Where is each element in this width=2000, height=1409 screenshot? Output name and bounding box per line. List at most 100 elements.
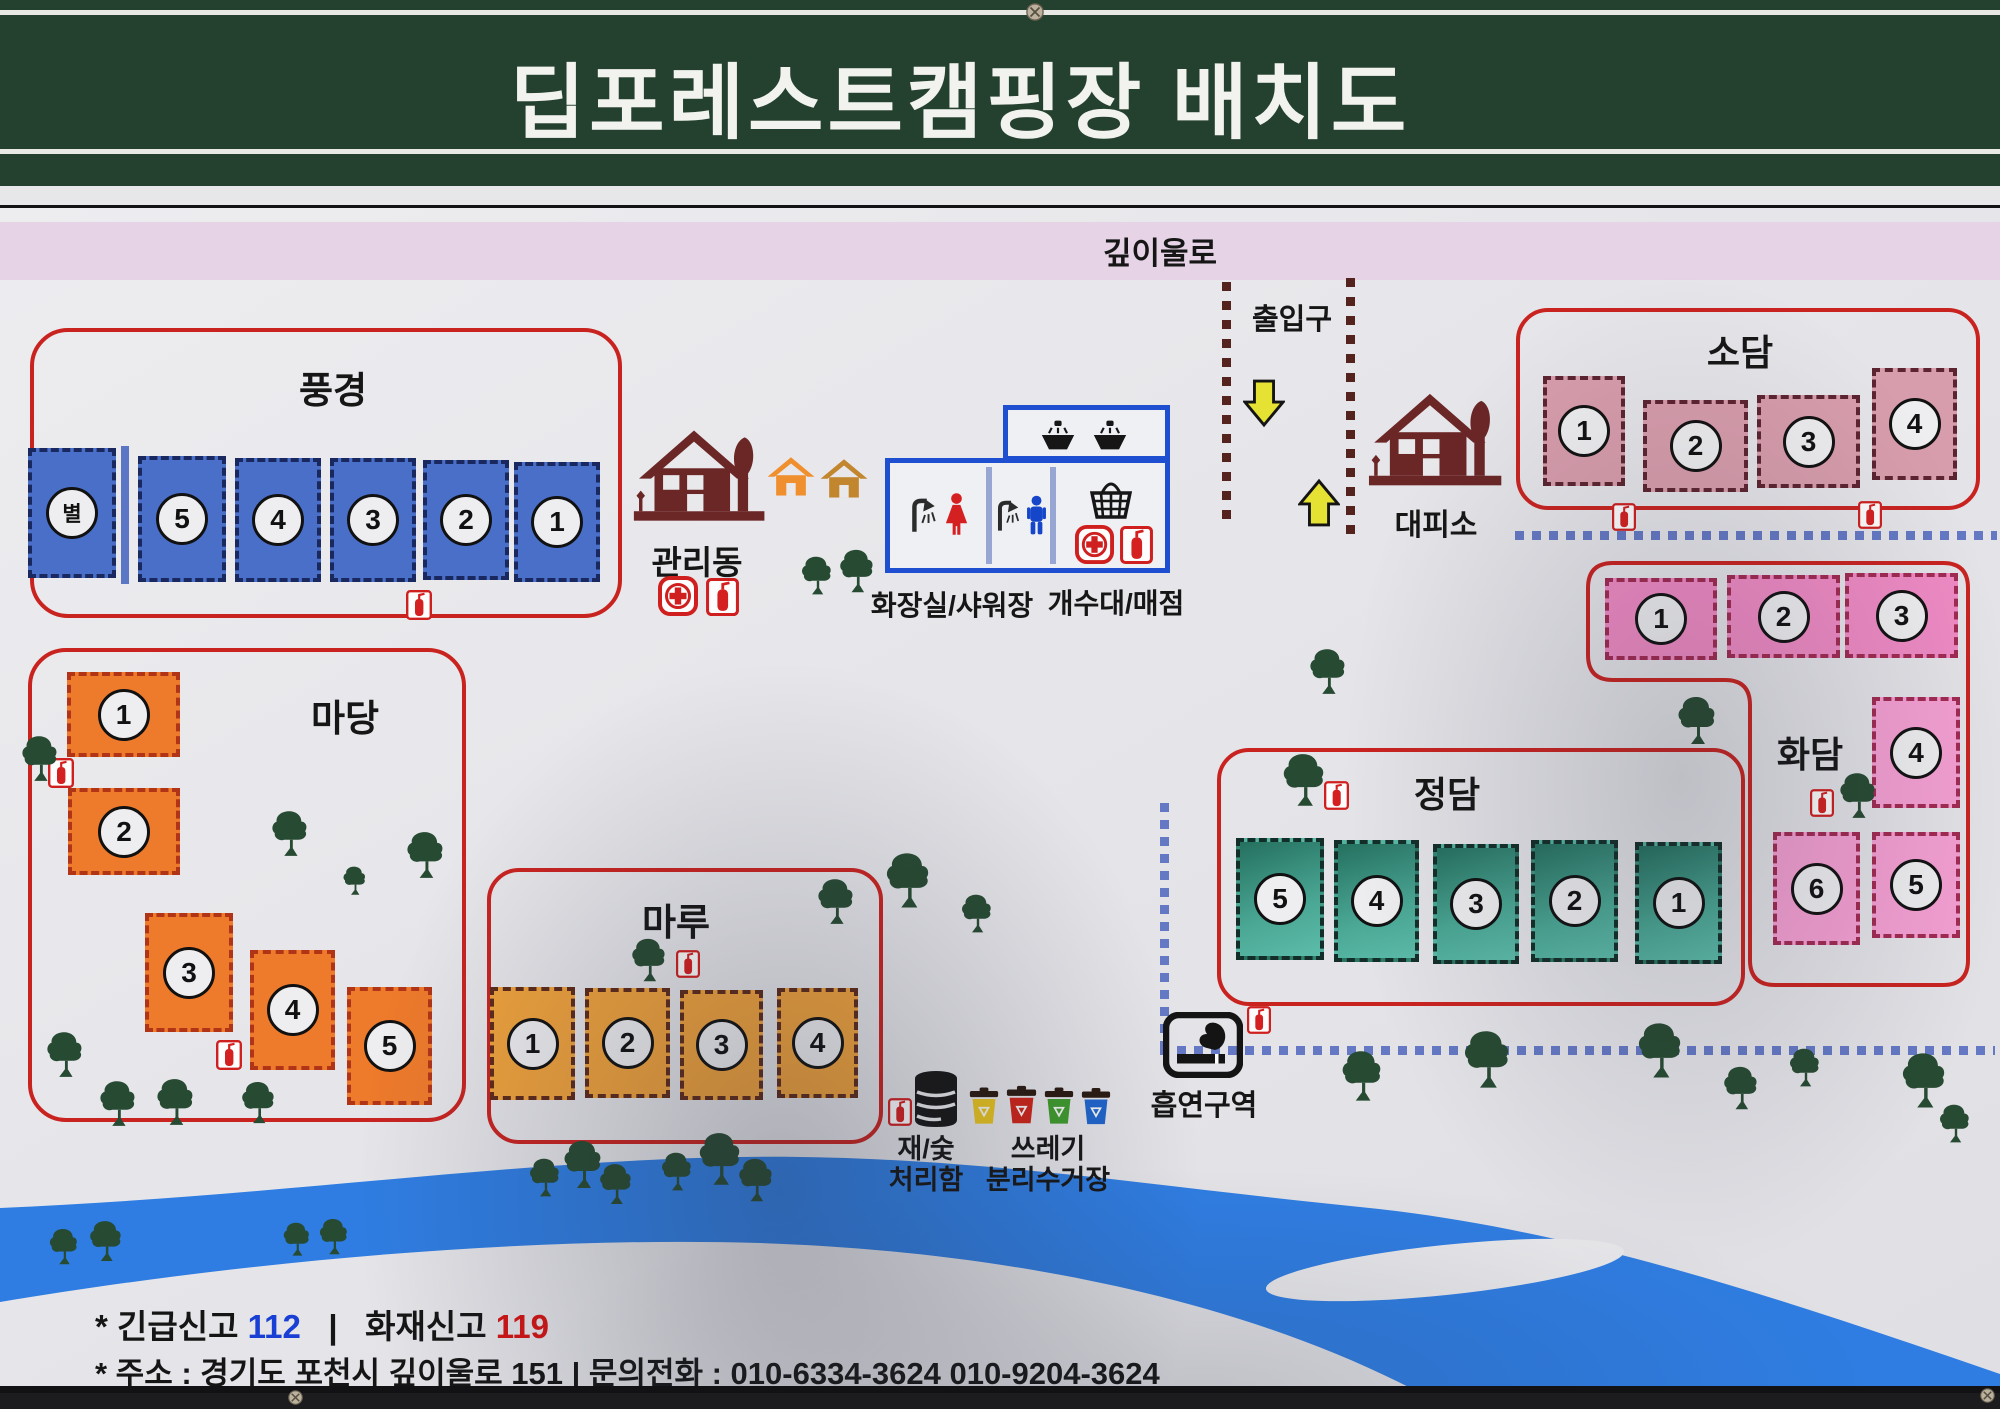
site-punggyeong-4: 4 xyxy=(235,458,321,582)
sink-icon xyxy=(1092,419,1128,451)
road-label: 깊이울로 xyxy=(1102,236,1218,271)
site-number: 1 xyxy=(506,1017,559,1070)
fire-extinguisher-icon xyxy=(676,950,700,978)
trash-bin-yellow-icon xyxy=(969,1087,999,1125)
emergency-number: 112 xyxy=(247,1308,301,1345)
fire-extinguisher-icon xyxy=(1120,526,1153,564)
screw-icon xyxy=(1026,3,1044,21)
shower-icon xyxy=(996,497,1023,534)
site-number: 4 xyxy=(1890,726,1942,779)
emergency-label: * 긴급신고 xyxy=(95,1308,239,1345)
ash-label-line2: 처리함 xyxy=(888,1165,964,1195)
sign-gap xyxy=(0,186,2000,208)
site-sodam-3: 3 xyxy=(1757,395,1860,488)
tree-icon xyxy=(800,556,832,596)
site-number: 1 xyxy=(1635,593,1687,645)
zone-sodam-outline xyxy=(1516,308,1980,510)
site-punggyeong-byeol: 별 xyxy=(28,448,116,578)
tree-icon xyxy=(562,1140,602,1190)
site-madang-1: 1 xyxy=(67,672,180,757)
site-sodam-1: 1 xyxy=(1543,376,1625,486)
tree-icon xyxy=(48,1228,78,1266)
tree-icon xyxy=(816,878,854,926)
tree-icon xyxy=(1938,1104,1970,1144)
sink-store-label: 개수대/매점 xyxy=(1047,588,1185,619)
entrance-road-right-dash xyxy=(1346,278,1355,540)
site-maru-4: 4 xyxy=(777,988,858,1098)
emergency-line: * 긴급신고 112 | 화재신고 119 xyxy=(95,1300,549,1348)
site-punggyeong-3: 3 xyxy=(330,458,416,582)
site-hwadam-2: 2 xyxy=(1727,575,1840,658)
tree-icon xyxy=(20,735,58,783)
site-hwadam-6: 6 xyxy=(1773,832,1860,945)
site-number: 1 xyxy=(1558,405,1610,457)
tree-icon xyxy=(697,1132,741,1187)
ash-label-line1: 재/숯 xyxy=(897,1134,955,1164)
entrance-road-left-dash xyxy=(1222,282,1231,528)
site-number: 4 xyxy=(1888,398,1941,450)
screw-icon xyxy=(288,1390,303,1405)
trash-bin-red-icon xyxy=(1006,1085,1037,1125)
trash-label-line1: 쓰레기 xyxy=(1010,1134,1086,1164)
fire-number: 119 xyxy=(495,1308,550,1345)
site-number: 1 xyxy=(1652,877,1705,929)
tree-icon xyxy=(1838,772,1876,820)
site-number: 3 xyxy=(1450,878,1502,930)
site-number: 별 xyxy=(46,487,98,539)
fire-extinguisher-icon xyxy=(1612,503,1636,531)
site-jeongdam-2: 2 xyxy=(1531,840,1618,962)
screw-icon xyxy=(1980,1388,1995,1403)
tree-icon xyxy=(270,810,308,858)
site-jeongdam-3: 3 xyxy=(1433,844,1519,964)
tree-icon xyxy=(1676,696,1716,746)
site-number: 6 xyxy=(1790,862,1843,915)
site-number: 4 xyxy=(1350,875,1403,927)
trash-label: 쓰레기 분리수거장 xyxy=(986,1134,1110,1196)
punggyeong-divider xyxy=(121,446,129,584)
shelter-building-icon xyxy=(1362,378,1510,496)
path-dotted-vertical xyxy=(1160,803,1169,1046)
tree-icon xyxy=(1308,648,1346,696)
site-number: 3 xyxy=(347,494,399,546)
map-panel: 깊이울로 출입구 풍경 별 5 4 3 2 1 관리동 xyxy=(0,208,2000,1393)
zone-madang-label: 마당 xyxy=(310,698,380,739)
fire-extinguisher-icon xyxy=(1810,789,1834,817)
zone-sodam-label: 소담 xyxy=(1706,332,1774,373)
trash-bin-green-icon xyxy=(1044,1087,1074,1125)
site-number: 1 xyxy=(531,496,583,548)
address-line: * 주소 : 경기도 포천시 깊이울로 151 | 문의전화 : 010-633… xyxy=(95,1356,1160,1391)
site-number: 3 xyxy=(1782,415,1835,468)
site-maru-2: 2 xyxy=(585,988,670,1098)
tree-icon xyxy=(737,1158,773,1203)
road-band xyxy=(0,222,2000,280)
sign-title: 딥포레스트캠핑장 배치도 xyxy=(509,58,1411,149)
tree-icon xyxy=(155,1078,194,1127)
site-hwadam-3: 3 xyxy=(1845,573,1958,658)
tree-icon xyxy=(45,1031,83,1079)
header-rule-top xyxy=(0,10,2000,15)
site-number: 5 xyxy=(1890,859,1942,911)
site-jeongdam-1: 1 xyxy=(1635,842,1722,964)
zone-maru-label: 마루 xyxy=(641,902,711,943)
first-aid-icon xyxy=(658,576,698,616)
ash-barrel-icon xyxy=(913,1070,959,1128)
tree-icon xyxy=(960,894,992,934)
tree-icon xyxy=(98,1080,136,1128)
site-number: 2 xyxy=(98,805,150,858)
tree-icon xyxy=(1281,753,1325,808)
zone-jeongdam-outline xyxy=(1217,748,1745,1006)
basket-icon xyxy=(1088,481,1134,519)
tree-icon xyxy=(1788,1048,1820,1088)
site-number: 4 xyxy=(252,494,304,546)
river xyxy=(0,1156,2000,1393)
site-number: 2 xyxy=(1669,420,1722,472)
site-number: 5 xyxy=(1254,873,1306,925)
header-rule-bottom xyxy=(0,149,2000,154)
separator: | xyxy=(328,1308,338,1345)
site-hwadam-5: 5 xyxy=(1872,832,1960,938)
site-madang-4: 4 xyxy=(250,950,335,1070)
ash-label: 재/숯 처리함 xyxy=(889,1134,964,1196)
tree-icon xyxy=(884,852,930,910)
site-number: 5 xyxy=(156,493,208,545)
